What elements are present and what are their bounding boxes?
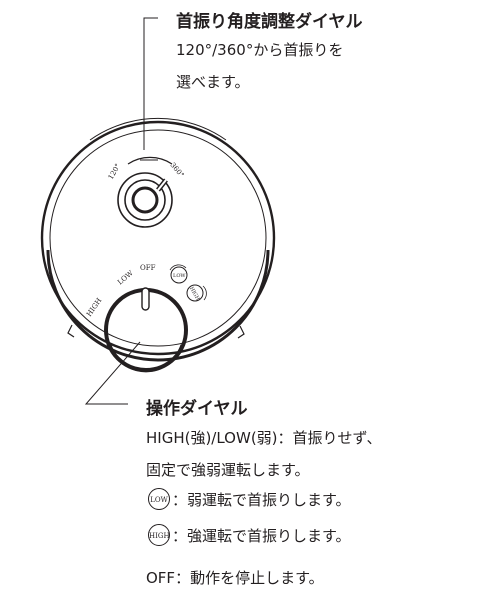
label-low: LOW bbox=[116, 269, 135, 287]
panel-lower-shadow bbox=[46, 249, 270, 362]
high-mode-icon: HIGH bbox=[186, 284, 207, 302]
panel-top-ridge bbox=[89, 118, 227, 141]
operation-off-line: OFF：動作を停止します。 bbox=[146, 569, 324, 587]
operation-dial[interactable]: OFF LOW HIGH LOW HIGH bbox=[85, 264, 207, 373]
oscillation-callout-line-2: 選べます。 bbox=[176, 73, 250, 91]
operation-callout-title: 操作ダイヤル bbox=[146, 399, 248, 419]
panel-inner-rim bbox=[49, 129, 267, 347]
operation-callout-line-2: 固定で強弱運転します。 bbox=[146, 461, 310, 479]
bottom-leader-line bbox=[84, 341, 141, 405]
operation-dial-shadow bbox=[108, 344, 184, 373]
oscillation-dial-outer bbox=[117, 172, 173, 228]
oscillation-dial-mid bbox=[124, 179, 166, 221]
low-mode-row: LOW ：弱運転で首振りします。 bbox=[148, 488, 351, 510]
panel-outer-rim bbox=[40, 120, 276, 356]
oscillation-arc-mark bbox=[127, 156, 173, 165]
high-mode-row: HIGH ：強運転で首振りします。 bbox=[148, 524, 351, 546]
right-notch bbox=[237, 325, 245, 339]
high-badge: HIGH bbox=[148, 524, 170, 546]
oscillation-dial-knob bbox=[131, 186, 159, 214]
low-badge: LOW bbox=[148, 488, 170, 510]
label-120: 120° bbox=[107, 162, 122, 181]
label-high: HIGH bbox=[85, 297, 103, 318]
low-mode-icon-label: LOW bbox=[173, 273, 186, 279]
low-mode-text: ：弱運転で首振りします。 bbox=[172, 490, 351, 509]
high-mode-text: ：強運転で首振りします。 bbox=[172, 526, 351, 545]
oscillation-dial-pointer bbox=[156, 178, 168, 192]
operation-callout-line-1: HIGH(強)/LOW(弱)：首振りせず、 bbox=[146, 429, 382, 447]
left-notch bbox=[67, 324, 75, 338]
top-leader-line bbox=[143, 17, 158, 150]
label-off: OFF bbox=[140, 264, 156, 272]
label-360: 360° bbox=[168, 161, 185, 179]
low-mode-icon: LOW bbox=[169, 264, 188, 284]
oscillation-callout-title: 首振り角度調整ダイヤル bbox=[176, 12, 363, 32]
oscillation-callout-line-1: 120°/360°から首振りを bbox=[176, 41, 344, 59]
operation-dial-pointer bbox=[141, 287, 150, 311]
oscillation-dial[interactable]: 120° 360° bbox=[107, 156, 186, 228]
